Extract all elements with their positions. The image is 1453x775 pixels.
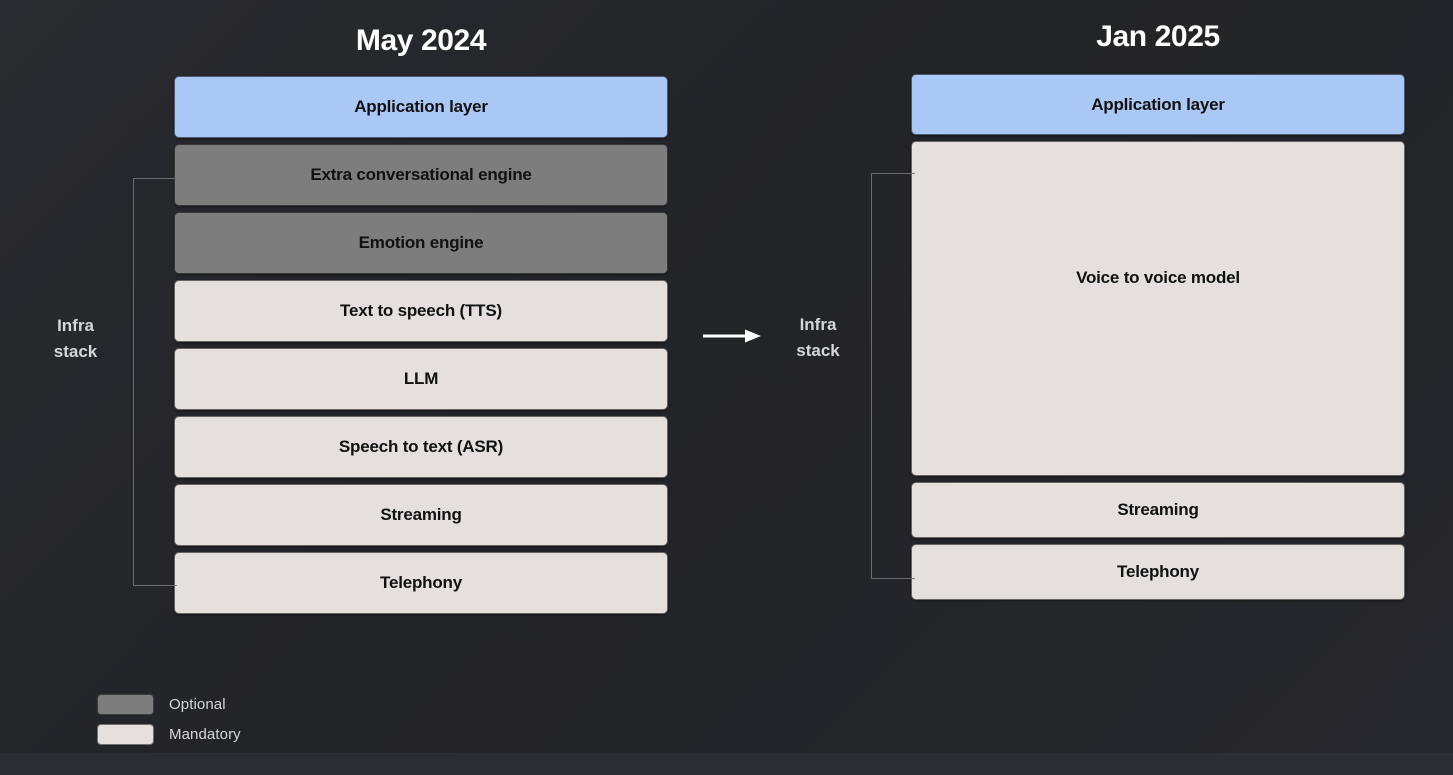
layer-label: Extra conversational engine [310, 165, 532, 184]
layer-box[interactable]: Streaming [911, 482, 1405, 538]
layer-box[interactable]: Voice to voice model [911, 141, 1405, 476]
column-title-right: Jan 2025 [1096, 20, 1220, 53]
bottom-band [0, 753, 1453, 775]
layer-box[interactable]: Emotion engine [174, 212, 668, 274]
layer-box[interactable]: Application layer [911, 74, 1405, 135]
layer-box[interactable]: Text to speech (TTS) [174, 280, 668, 342]
layer-box[interactable]: Speech to text (ASR) [174, 416, 668, 478]
layer-label: Streaming [1117, 500, 1199, 519]
layer-label: Application layer [354, 97, 488, 116]
layer-label: Voice to voice model [1076, 267, 1240, 287]
legend-swatch-optional [97, 694, 154, 715]
column-title-left: May 2024 [355, 24, 487, 57]
layer-label: Streaming [380, 505, 462, 524]
legend-swatch-mandatory [97, 724, 154, 745]
layer-label: LLM [403, 369, 439, 388]
legend-label: Mandatory [169, 726, 241, 743]
infra-stack-label-right: Infra stack [796, 315, 840, 360]
layer-label: Text to speech (TTS) [340, 301, 502, 320]
layer-label: Emotion engine [358, 233, 484, 252]
layer-label: Application layer [1091, 94, 1225, 114]
infra-bracket-right [871, 173, 915, 579]
legend-item: Mandatory [97, 724, 241, 745]
legend-label: Optional [169, 696, 226, 713]
layer-label: Telephony [380, 573, 462, 592]
infra-bracket-left [133, 178, 177, 586]
layer-box[interactable]: Application layer [174, 76, 668, 138]
layer-box[interactable]: Extra conversational engine [174, 144, 668, 206]
legend-item: Optional [97, 694, 241, 715]
layer-box[interactable]: Telephony [174, 552, 668, 614]
layer-label: Speech to text (ASR) [338, 437, 504, 456]
layer-box[interactable]: Telephony [911, 544, 1405, 600]
right-arrow-icon [703, 329, 761, 343]
infra-stack-label-left: Infra stack [53, 316, 98, 361]
layer-box[interactable]: LLM [174, 348, 668, 410]
layer-box[interactable]: Streaming [174, 484, 668, 546]
layer-label: Telephony [1117, 562, 1199, 581]
